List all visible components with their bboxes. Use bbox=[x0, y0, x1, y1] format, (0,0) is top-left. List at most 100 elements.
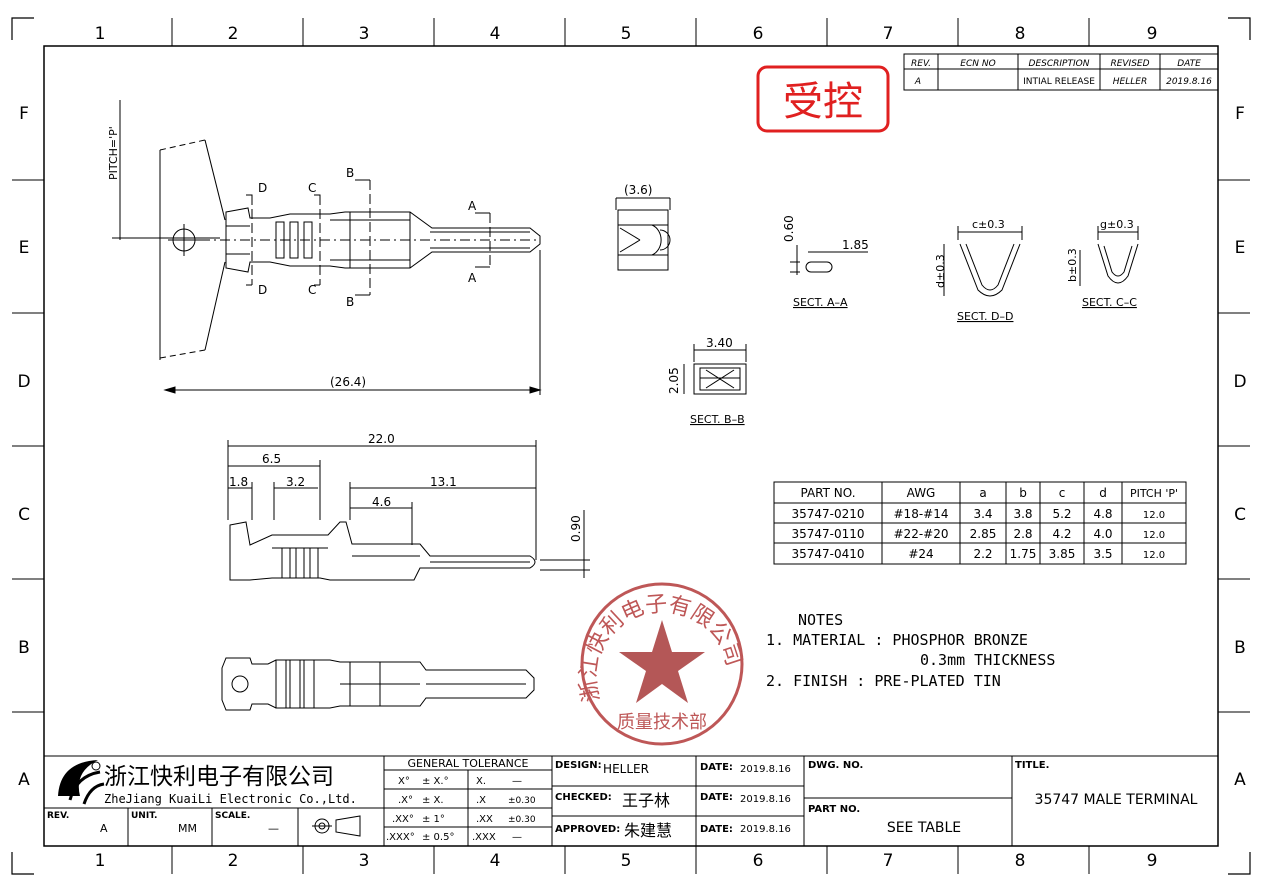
section-mark: A bbox=[468, 199, 477, 213]
table-cell: #22-#20 bbox=[894, 527, 949, 541]
company-seal: 浙江快利电子有限公司 质量技术部 bbox=[576, 582, 746, 746]
top-view-labels: PITCH='P' D C B A D C B A (26.4) bbox=[107, 126, 477, 389]
dim-dd-top: c±0.3 bbox=[972, 218, 1005, 231]
rev-header: ECN NO bbox=[960, 59, 995, 69]
tol-left-key: X° bbox=[398, 776, 410, 787]
dim-3-2: 3.2 bbox=[286, 475, 305, 489]
table-cell: 35747-0110 bbox=[791, 527, 864, 541]
table-header: d bbox=[1099, 486, 1107, 500]
table-header: PITCH 'P' bbox=[1130, 487, 1178, 500]
dim-overall: (26.4) bbox=[330, 375, 366, 389]
dim-aa-height: 0.60 bbox=[782, 215, 796, 242]
table-cell: 12.0 bbox=[1143, 550, 1165, 561]
table-cell: 3.85 bbox=[1049, 547, 1076, 561]
table-header: c bbox=[1059, 486, 1066, 500]
section-mark: C bbox=[308, 283, 316, 297]
row-label: A bbox=[18, 770, 30, 790]
table-header: AWG bbox=[907, 486, 936, 500]
stamp-text: 受控 bbox=[783, 79, 863, 125]
note-line: 1. MATERIAL : PHOSPHOR BRONZE bbox=[766, 631, 1028, 649]
rev-value: A bbox=[100, 822, 108, 835]
dim-aa-width: 1.85 bbox=[842, 238, 869, 252]
row-label: C bbox=[1234, 505, 1246, 525]
dim-bb-height: 2.05 bbox=[667, 367, 681, 394]
row-label: E bbox=[1235, 238, 1246, 258]
checked-label: CHECKED: bbox=[555, 792, 612, 803]
part-value: SEE TABLE bbox=[887, 820, 961, 836]
row-label: B bbox=[1234, 638, 1246, 658]
dim-dd-side: d±0.3 bbox=[934, 254, 947, 288]
tol-left-key: .XXX° bbox=[386, 832, 415, 843]
table-header: a bbox=[979, 486, 986, 500]
col-label: 3 bbox=[359, 24, 370, 44]
design-label: DESIGN: bbox=[555, 760, 602, 771]
row-label: A bbox=[1234, 770, 1246, 790]
table-cell: #18-#14 bbox=[894, 507, 949, 521]
dim-13-1: 13.1 bbox=[430, 475, 457, 489]
table-cell: 3.4 bbox=[973, 507, 992, 521]
title-label: TITLE. bbox=[1015, 760, 1049, 771]
table-cell: 12.0 bbox=[1143, 530, 1165, 541]
table-cell: 4.8 bbox=[1093, 507, 1112, 521]
dim-cc-side: b±0.3 bbox=[1066, 248, 1079, 282]
section-mark: B bbox=[346, 295, 354, 309]
rev-value: HELLER bbox=[1113, 77, 1147, 87]
section-mark: A bbox=[468, 271, 477, 285]
section-mark: B bbox=[346, 166, 354, 180]
note-line: 2. FINISH : PRE-PLATED TIN bbox=[766, 672, 1001, 690]
tol-right-key: .XXX bbox=[472, 832, 496, 843]
tol-right-val: ±0.30 bbox=[508, 815, 536, 825]
section-bb bbox=[683, 344, 747, 395]
title-block bbox=[44, 755, 1218, 846]
col-label: 9 bbox=[1147, 24, 1158, 44]
company-logo bbox=[58, 760, 105, 805]
unit-value: MM bbox=[178, 822, 197, 835]
drawing-title: 35747 MALE TERMINAL bbox=[1035, 792, 1198, 808]
top-view bbox=[112, 100, 542, 395]
table-cell: 1.75 bbox=[1010, 547, 1037, 561]
table-header: b bbox=[1019, 486, 1027, 500]
notes-title: NOTES bbox=[798, 611, 843, 629]
rev-header: DATE bbox=[1177, 59, 1201, 69]
col-label: 3 bbox=[359, 851, 370, 871]
rev-label: REV. bbox=[47, 811, 69, 821]
part-table: PART NO. AWG a b c d PITCH 'P' 35747-021… bbox=[773, 481, 1187, 565]
section-aa bbox=[790, 245, 868, 275]
projection-symbol bbox=[312, 815, 361, 837]
col-label: 1 bbox=[95, 851, 106, 871]
col-label: 7 bbox=[883, 851, 894, 871]
notes: NOTES 1. MATERIAL : PHOSPHOR BRONZE 0.3m… bbox=[766, 611, 1055, 690]
table-cell: 4.0 bbox=[1093, 527, 1112, 541]
tol-right-key: .XX bbox=[476, 814, 493, 825]
part-label: PART NO. bbox=[808, 804, 860, 815]
tol-right-key: .X bbox=[476, 795, 486, 806]
col-label: 2 bbox=[228, 851, 239, 871]
section-dd bbox=[943, 226, 1023, 297]
col-label: 9 bbox=[1147, 851, 1158, 871]
tol-left-val: ± X. bbox=[422, 795, 444, 806]
table-cell: 12.0 bbox=[1143, 510, 1165, 521]
dim-6-5: 6.5 bbox=[262, 452, 281, 466]
table-cell: 2.85 bbox=[970, 527, 997, 541]
col-label: 5 bbox=[621, 24, 632, 44]
dim-bb-width: 3.40 bbox=[706, 336, 733, 350]
pitch-label: PITCH='P' bbox=[107, 126, 120, 180]
dim-0-90: 0.90 bbox=[569, 515, 583, 542]
tol-right-val: — bbox=[512, 776, 522, 787]
tol-left-key: .X° bbox=[398, 795, 413, 806]
unit-label: UNIT. bbox=[131, 811, 157, 821]
end-view bbox=[615, 197, 671, 271]
table-cell: 4.2 bbox=[1052, 527, 1071, 541]
section-mark: D bbox=[258, 283, 267, 297]
note-line: 0.3mm THICKNESS bbox=[920, 651, 1055, 669]
section-dd-label: SECT. D–D bbox=[957, 310, 1013, 323]
table-cell: #24 bbox=[908, 547, 933, 561]
section-mark: D bbox=[258, 181, 267, 195]
rev-value: A bbox=[914, 77, 921, 87]
controlled-stamp: 受控 bbox=[756, 65, 890, 133]
row-label: B bbox=[18, 638, 30, 658]
tol-left-val: ± 0.5° bbox=[422, 832, 454, 843]
company-name-en: ZheJiang KuaiLi Electronic Co.,Ltd. bbox=[104, 792, 357, 806]
table-header: PART NO. bbox=[800, 486, 855, 500]
approved-label: APPROVED: bbox=[555, 824, 620, 835]
